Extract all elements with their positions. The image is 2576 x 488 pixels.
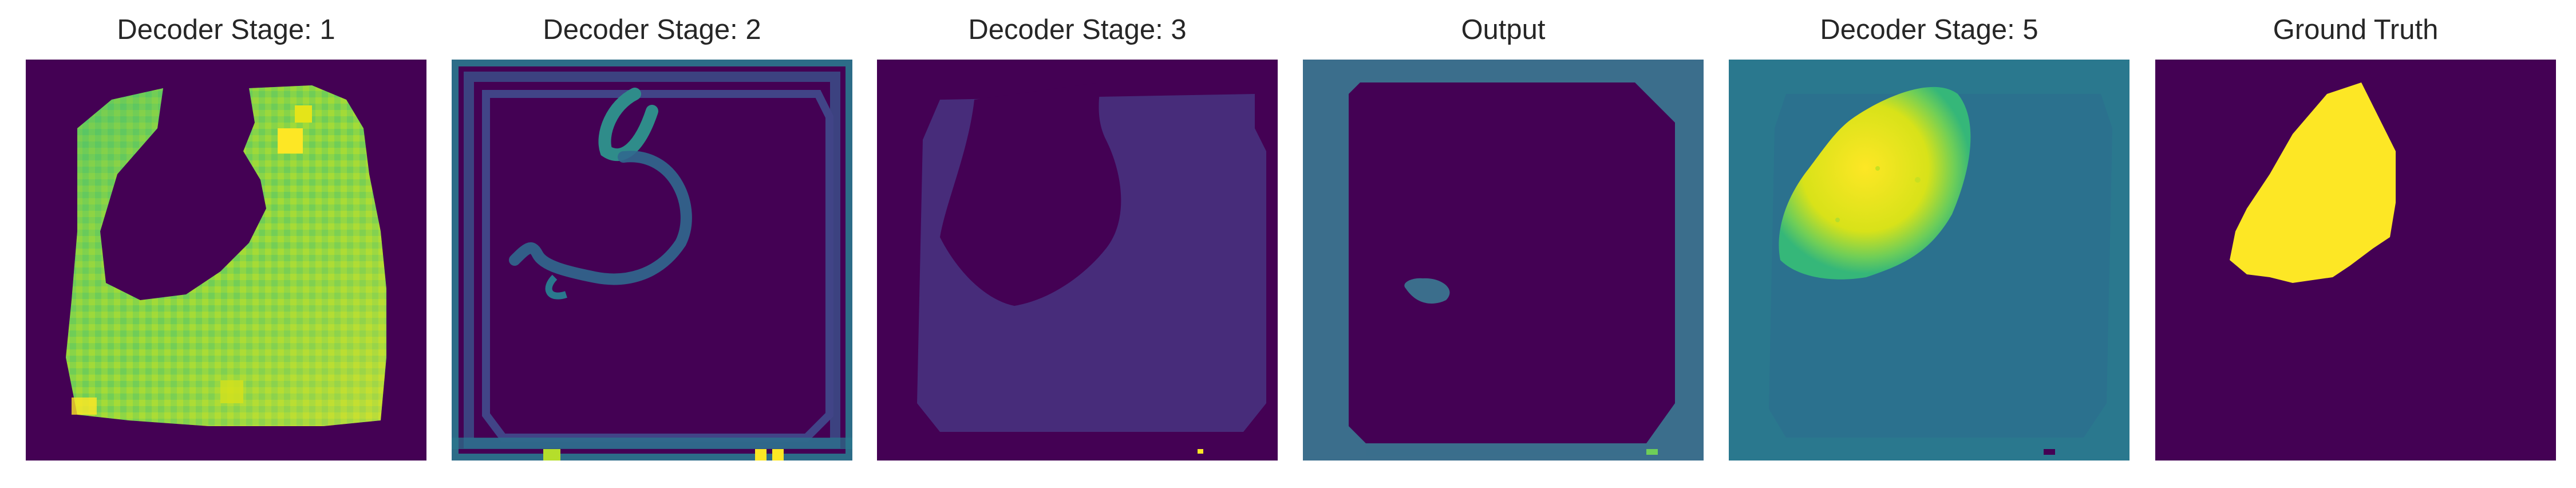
panel-output: Output: [1303, 0, 1704, 488]
decoder-stage-5-feature-map: [1729, 60, 2129, 461]
panel-title: Decoder Stage: 3: [968, 14, 1187, 45]
panel-decoder-stage-1: Decoder Stage: 1: [26, 0, 426, 488]
panel-decoder-stage-5: Decoder Stage: 5: [1729, 0, 2129, 488]
panel-decoder-stage-3: Decoder Stage: 3: [877, 0, 1278, 488]
ground-truth-mask: [2155, 60, 2556, 461]
panel-title: Output: [1461, 14, 1546, 45]
panel-title: Decoder Stage: 1: [117, 14, 335, 45]
panel-title: Ground Truth: [2273, 14, 2439, 45]
output-map: [1303, 60, 1704, 461]
decoder-stage-3-feature-map: [877, 60, 1278, 461]
panel-title: Decoder Stage: 2: [543, 14, 761, 45]
panel-ground-truth: Ground Truth: [2155, 0, 2556, 488]
panel-title: Decoder Stage: 5: [1820, 14, 2038, 45]
decoder-stage-2-feature-map: [452, 60, 852, 461]
panel-decoder-stage-2: Decoder Stage: 2: [452, 0, 852, 488]
decoder-stage-1-feature-map: [26, 60, 426, 461]
